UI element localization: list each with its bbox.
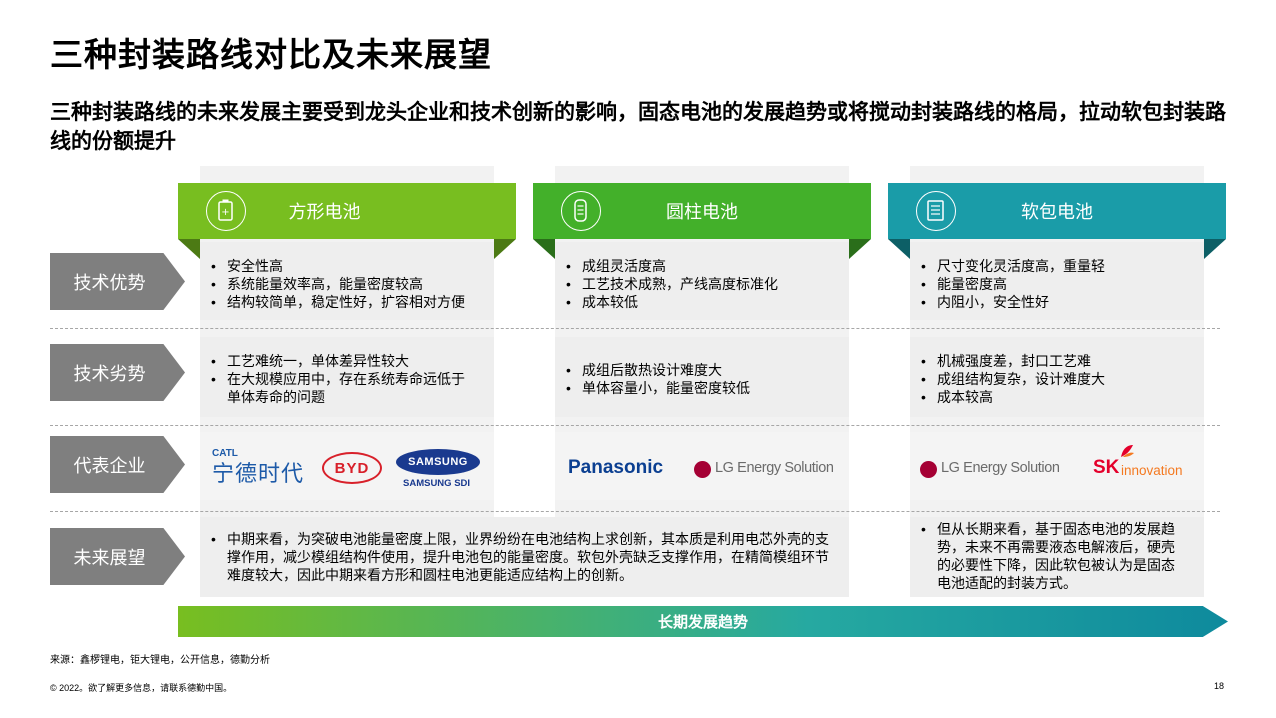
byd-logo: BYD [322,452,382,484]
lg-logo-text: LG Energy Solution [941,460,1060,476]
header-fold [849,239,871,259]
bullet-list: 成组灵活度高 工艺技术成熟，产线高度标准化 成本较低 [563,257,841,311]
page-title: 三种封装路线对比及未来展望 [50,36,492,73]
bullet-list: 安全性高 系统能量效率高，能量密度较高 结构较简单，稳定性好，扩容相对方便 [208,257,486,311]
header-fold [178,239,200,259]
column-header-pouch: 软包电池 [888,183,1226,239]
bullet-list: 尺寸变化灵活度高，重量轻 能量密度高 内阻小，安全性好 [918,257,1196,311]
list-item: 尺寸变化灵活度高，重量轻 [918,257,1196,275]
cell-disadvantages-pouch: 机械强度差，封口工艺难 成组结构复杂，设计难度大 成本较高 [910,337,1204,417]
list-item: 系统能量效率高，能量密度较高 [208,275,486,293]
cell-companies-prismatic: CATL 宁德时代 BYD SAMSUNG SAMSUNG SDI [200,432,494,500]
column-header-prismatic: + 方形电池 [178,183,516,239]
header-fold [888,239,910,259]
row-label-companies: 代表企业 [50,436,185,493]
list-item: 安全性高 [208,257,486,275]
source-note: 来源：鑫椤锂电，钜大锂电，公开信息，德勤分析 [50,655,270,666]
list-item: 能量密度高 [918,275,1196,293]
bullet-list: 机械强度差，封口工艺难 成组结构复杂，设计难度大 成本较高 [918,352,1196,406]
bullet-list: 但从长期来看，基于固态电池的发展趋势，未来不再需要液态电解液后，硬壳的必要性下降… [918,520,1186,592]
cell-advantages-cylindrical: 成组灵活度高 工艺技术成熟，产线高度标准化 成本较低 [555,242,849,320]
sk-innovation-text: innovation [1121,463,1183,478]
catl-logo: CATL [212,448,238,459]
sk-logo: SK [1093,457,1120,478]
list-item: 内阻小，安全性好 [918,293,1196,311]
panasonic-logo: Panasonic [568,457,664,478]
samsung-sdi-text: SAMSUNG SDI [403,478,471,489]
cell-disadvantages-cylindrical: 成组后散热设计难度大 单体容量小，能量密度较低 [555,337,849,417]
list-item: 成组后散热设计难度大 [563,361,841,379]
cell-disadvantages-prismatic: 工艺难统一，单体差异性较大 在大规模应用中，存在系统寿命远低于单体寿命的问题 [200,337,494,417]
cylindrical-battery-icon [561,191,601,231]
cell-outlook-longterm: 但从长期来看，基于固态电池的发展趋势，未来不再需要液态电解液后，硬壳的必要性下降… [910,517,1204,597]
header-fold [533,239,555,259]
row-divider [50,425,1220,426]
list-item: 工艺难统一，单体差异性较大 [208,352,486,370]
bullet-list: 中期来看，为突破电池能量密度上限，业界纷纷在电池结构上求创新，其本质是利用电芯外… [208,530,831,584]
page-number: 18 [1214,681,1225,691]
cell-advantages-prismatic: 安全性高 系统能量效率高，能量密度较高 结构较简单，稳定性好，扩容相对方便 [200,242,494,320]
column-header-label: 圆柱电池 [666,202,738,222]
lg-logo-text: LG Energy Solution [715,460,834,476]
long-term-trend-arrow: 长期发展趋势 [178,606,1228,637]
row-label-disadvantages: 技术劣势 [50,344,185,401]
list-item: 在大规模应用中，存在系统寿命远低于单体寿命的问题 [208,370,486,406]
prismatic-battery-icon: + [206,191,246,231]
row-divider [50,511,1220,512]
header-fold [1204,239,1226,259]
header-fold [494,239,516,259]
lg-logo-icon [694,461,711,478]
catl-logo-text: 宁德时代 [212,461,305,486]
copyright: © 2022。欲了解更多信息，请联系德勤中国。 [50,683,233,693]
cell-advantages-pouch: 尺寸变化灵活度高，重量轻 能量密度高 内阻小，安全性好 [910,242,1204,320]
cell-companies-cylindrical: Panasonic LG Energy Solution [555,432,849,500]
trend-label: 长期发展趋势 [657,614,748,631]
sk-butterfly-icon [1119,443,1135,459]
column-header-label: 方形电池 [288,202,361,222]
lg-logo-icon [920,461,937,478]
byd-logo-text: BYD [334,459,370,477]
list-item: 成组灵活度高 [563,257,841,275]
cell-companies-pouch: LG Energy Solution SK innovation [910,432,1204,500]
list-item: 但从长期来看，基于固态电池的发展趋势，未来不再需要液态电解液后，硬壳的必要性下降… [918,520,1186,592]
list-item: 中期来看，为突破电池能量密度上限，业界纷纷在电池结构上求创新，其本质是利用电芯外… [208,530,831,584]
pouch-battery-icon [916,191,956,231]
column-header-cylindrical: 圆柱电池 [533,183,871,239]
samsung-logo-text: SAMSUNG [408,456,468,468]
column-header-label: 软包电池 [1021,202,1093,222]
list-item: 机械强度差，封口工艺难 [918,352,1196,370]
row-label-advantages: 技术优势 [50,253,185,310]
svg-text:+: + [221,207,229,218]
bullet-list: 工艺难统一，单体差异性较大 在大规模应用中，存在系统寿命远低于单体寿命的问题 [208,352,486,406]
list-item: 成本较高 [918,388,1196,406]
page-subtitle: 三种封装路线的未来发展主要受到龙头企业和技术创新的影响，固态电池的发展趋势或将搅… [50,101,1226,153]
list-item: 工艺技术成熟，产线高度标准化 [563,275,841,293]
list-item: 单体容量小，能量密度较低 [563,379,841,397]
list-item: 成组结构复杂，设计难度大 [918,370,1196,388]
cell-outlook-midterm: 中期来看，为突破电池能量密度上限，业界纷纷在电池结构上求创新，其本质是利用电芯外… [200,517,849,597]
row-label-outlook: 未来展望 [50,528,185,585]
list-item: 成本较低 [563,293,841,311]
samsung-logo: SAMSUNG [396,449,480,475]
bullet-list: 成组后散热设计难度大 单体容量小，能量密度较低 [563,361,841,397]
list-item: 结构较简单，稳定性好，扩容相对方便 [208,293,486,311]
row-divider [50,328,1220,329]
